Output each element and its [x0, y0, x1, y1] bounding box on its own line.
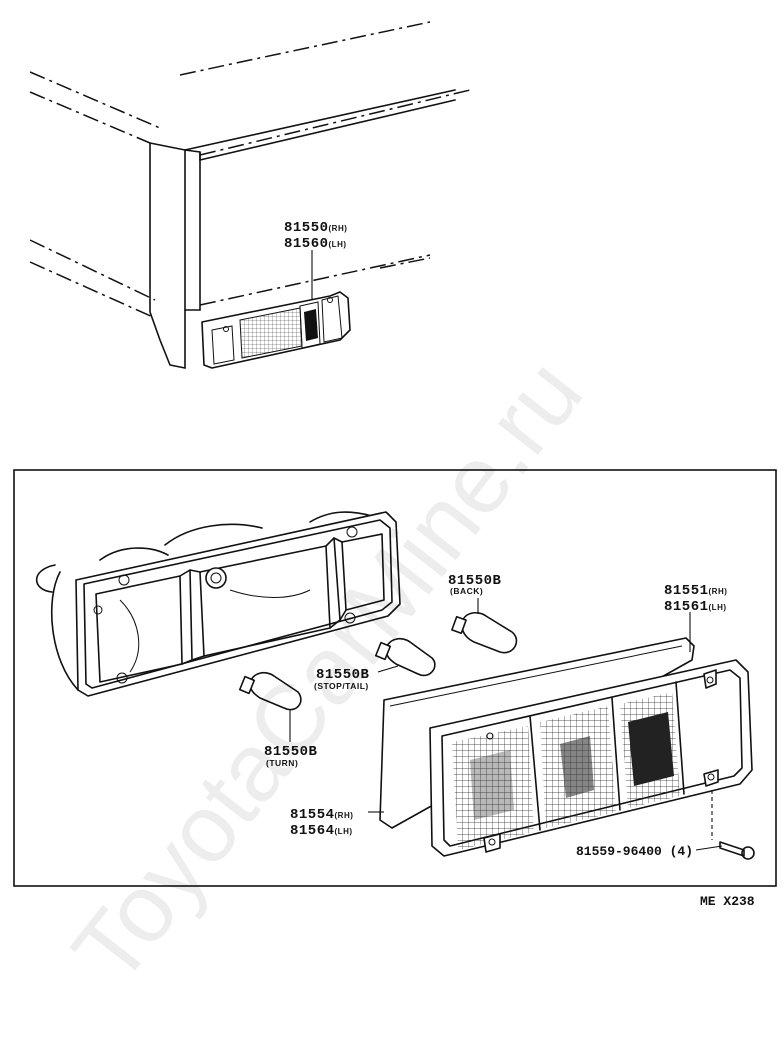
callout-81550-rh: 81550(RH)	[284, 220, 347, 236]
figure-code: ME X238	[700, 894, 755, 909]
bulb-back	[451, 598, 518, 654]
callout-bulb-stop: 81550B	[316, 667, 370, 683]
callout-screw: 81559-96400 (4)	[576, 844, 693, 859]
callout-gasket-lh: 81564(LH)	[290, 823, 353, 839]
lamp-lens	[429, 659, 753, 857]
screw	[695, 790, 755, 860]
callout-81560-lh: 81560(LH)	[284, 236, 347, 252]
callout-bulb-turn-sub: (TURN)	[266, 758, 298, 768]
gasket	[379, 637, 695, 829]
rear-combination-lamp-installed	[201, 291, 351, 369]
callout-lens-rh: 81551(RH)	[664, 583, 727, 599]
exploded-view-frame	[13, 469, 777, 887]
callout-bulb-turn: 81550B	[264, 744, 318, 760]
callout-gasket-rh: 81554(RH)	[290, 807, 353, 823]
callout-bulb-stop-sub: (STOP/TAIL)	[314, 681, 369, 691]
bulb-turn	[238, 671, 302, 742]
callout-lens-lh: 81561(LH)	[664, 599, 727, 615]
callout-bulb-back-sub: (BACK)	[450, 586, 483, 596]
vehicle-rear-corner	[29, 21, 471, 369]
callout-bulb-back: 81550B	[448, 573, 502, 589]
bulb-stop-tail	[374, 637, 436, 677]
lamp-housing	[35, 511, 401, 697]
